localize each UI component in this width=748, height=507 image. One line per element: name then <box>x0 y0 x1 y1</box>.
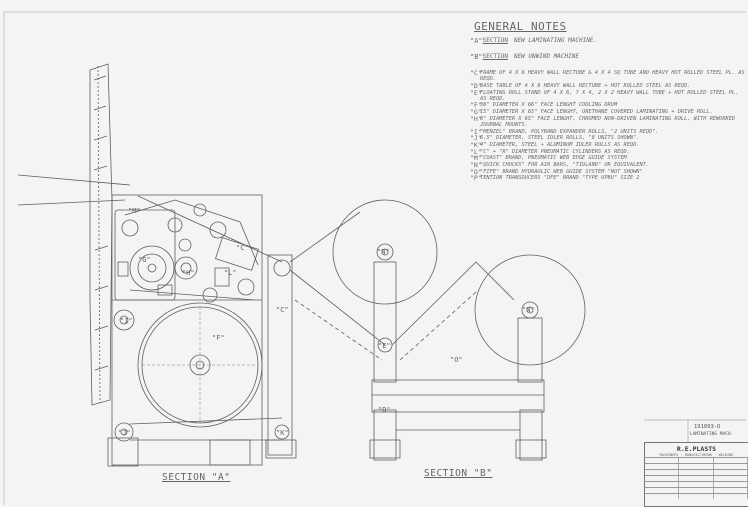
label-K: "K" <box>276 429 289 437</box>
note-text: 15" DIAMETER X 65" FACE LENGHT, URETHANE… <box>480 109 745 115</box>
note-text: "COAST" BRAND, PNEUMATIC WEB EDGE GUIDE … <box>480 155 745 161</box>
note-item: "M""COAST" BRAND, PNEUMATIC WEB EDGE GUI… <box>470 154 745 163</box>
note-text: SECTION NEW LAMINATING MACHINE. <box>482 37 745 44</box>
label-C-upper: "C" <box>236 244 249 252</box>
note-body: "FIFE" BRAND HYDRAULIC WEB GUIDE SYSTEM … <box>480 168 643 175</box>
label-N2: "N" <box>522 306 535 314</box>
note-key: "D" <box>470 81 482 90</box>
left-wall <box>89 63 113 406</box>
note-key: "N" <box>470 161 482 170</box>
note-text: "QUICK CHUCKS" FOR AIR BARS, "TIDLAND" O… <box>480 162 745 168</box>
note-text: TENTION TRANSDUCERS "DFE" BRAND "TYPE UP… <box>480 175 745 181</box>
cooling-drum <box>137 302 263 428</box>
note-text: SECTION NEW UNWIND MACHINE <box>483 54 745 60</box>
note-item: "A"SECTION NEW LAMINATING MACHINE. <box>470 37 745 45</box>
note-body: 36" DIAMETER X 66" FACE LENGHT COOLING D… <box>480 102 618 109</box>
note-key: "G" <box>470 108 482 117</box>
note-key: "F" <box>470 101 482 110</box>
note-text: "C" + "R" DIAMETER PNEUMATIC CYLINDERS A… <box>480 149 745 155</box>
note-item: "H"8" DIAMETER X 65" FACE LENGHT, CHROME… <box>470 116 745 128</box>
note-text: 36" DIAMETER X 66" FACE LENGHT COOLING D… <box>480 102 745 108</box>
label-L: "L" <box>224 269 237 277</box>
laminator-frame <box>111 194 263 466</box>
note-text: FRAME OF 4 X 6 HEAVY WALL RECTUBE & 4 X … <box>480 70 745 82</box>
note-body: NEW UNWIND MACHINE <box>513 53 579 61</box>
note-item: "E"FLOATING ROLL STAND OF 4 X 6, 7 X 4, … <box>470 88 745 102</box>
note-item: "D"BASE TABLE OF 4 X 6 HEAVY WALL RECTUB… <box>470 81 745 90</box>
note-item: "P"TENTION TRANSDUCERS "DFE" BRAND "TYPE… <box>470 174 745 183</box>
note-text: FLOATING ROLL STAND OF 4 X 6, 7 X 4, 2 X… <box>480 90 745 102</box>
section-a-label: SECTION "A" <box>162 472 231 483</box>
note-text: 4" DIAMETER, STEEL + ALUMINUM IDLER ROLL… <box>480 142 745 148</box>
note-body: 15" DIAMETER X 65" FACE LENGHT, URETHANE… <box>480 109 713 116</box>
label-I: "I" <box>120 317 133 325</box>
label-M: "M" <box>128 207 141 215</box>
note-body: NEW LAMINATING MACHINE. <box>513 37 598 44</box>
general-notes-title: GENERAL NOTES <box>474 20 567 33</box>
note-text: 8" DIAMETER X 65" FACE LENGHT, CHROMED N… <box>480 116 745 128</box>
note-heading: SECTION <box>482 53 508 61</box>
note-body: FRAME OF 4 X 6 HEAVY WALL RECTUBE & 4 X … <box>480 70 745 83</box>
drawing-name: LAMINATING MACH. <box>690 432 734 437</box>
note-body: "MENZEL" BRAND, POLYBAND EXPANDER ROLLS,… <box>480 128 659 135</box>
note-item: "K"4" DIAMETER, STEEL + ALUMINUM IDLER R… <box>470 140 745 149</box>
note-body: TENTION TRANSDUCERS "DFE" BRAND "TYPE UP… <box>480 175 640 182</box>
note-key: "E" <box>470 88 482 97</box>
note-body: "QUICK CHUCKS" FOR AIR BARS, "TIDLAND" O… <box>480 162 650 169</box>
note-item: "I""MENZEL" BRAND, POLYBAND EXPANDER ROL… <box>470 127 745 136</box>
label-C-upright: "C" <box>276 306 289 314</box>
note-body: "C" + "R" DIAMETER PNEUMATIC CYLINDERS A… <box>480 148 630 155</box>
note-key: "I" <box>470 127 482 136</box>
note-body: 6.5" DIAMETER, STEEL IDLER ROLLS, "8 UNI… <box>480 135 640 142</box>
label-O: "O" <box>450 356 463 364</box>
note-heading: SECTION <box>482 37 508 44</box>
label-G: "G" <box>138 256 151 264</box>
label-D: "D" <box>378 406 391 414</box>
note-key: "P" <box>470 174 482 183</box>
note-text: "FIFE" BRAND HYDRAULIC WEB GUIDE SYSTEM … <box>480 169 745 175</box>
unwind-roll-1 <box>332 199 438 305</box>
note-body: "COAST" BRAND, PNEUMATIC WEB EDGE GUIDE … <box>480 155 627 162</box>
note-item: "C"FRAME OF 4 X 6 HEAVY WALL RECTUBE & 4… <box>470 70 745 82</box>
title-block: R.E.PLASTS MACHINERY · MANUFACTURING · W… <box>644 442 748 507</box>
note-key: "O" <box>470 167 482 176</box>
note-item: "B"SECTION NEW UNWIND MACHINE <box>470 53 745 62</box>
note-body: FLOATING ROLL STAND OF 4 X 6, 7 X 4, 2 X… <box>480 89 739 102</box>
note-body: 8" DIAMETER X 65" FACE LENGHT, CHROMED N… <box>480 115 736 128</box>
note-key: "M" <box>470 154 482 163</box>
note-item: "G"15" DIAMETER X 65" FACE LENGHT, URETH… <box>470 108 745 117</box>
note-item: "N""QUICK CHUCKS" FOR AIR BARS, "TIDLAND… <box>470 161 745 170</box>
note-body: BASE TABLE OF 4 X 6 HEAVY WALL RECTUBE +… <box>480 82 691 89</box>
company-name: R.E.PLASTS <box>676 445 717 453</box>
note-item: "O""FIFE" BRAND HYDRAULIC WEB GUIDE SYST… <box>470 167 745 176</box>
note-text: 6.5" DIAMETER, STEEL IDLER ROLLS, "8 UNI… <box>480 135 745 141</box>
note-key: "K" <box>470 140 482 149</box>
drawing-number: 191093-D <box>694 424 721 430</box>
note-item: "F"36" DIAMETER X 66" FACE LENGHT COOLIN… <box>470 101 745 110</box>
note-key: "A" <box>470 37 483 45</box>
note-key: "L" <box>470 147 482 156</box>
label-E: "E" <box>378 342 391 350</box>
note-item: "J"6.5" DIAMETER, STEEL IDLER ROLLS, "8 … <box>470 134 745 143</box>
label-N1: "N" <box>377 248 390 256</box>
label-H: "H" <box>182 269 195 277</box>
label-F: "F" <box>212 334 225 342</box>
company-subtitle: MACHINERY · MANUFACTURING · WELDING <box>659 453 734 457</box>
note-key: "C" <box>470 69 482 78</box>
note-key: "H" <box>470 114 482 123</box>
section-b-label: SECTION "B" <box>424 468 493 479</box>
label-J: "J" <box>118 429 131 437</box>
note-text: "MENZEL" BRAND, POLYBAND EXPANDER ROLLS,… <box>480 129 745 135</box>
note-text: BASE TABLE OF 4 X 6 HEAVY WALL RECTUBE +… <box>480 83 745 89</box>
unwind-roll-2 <box>474 254 586 366</box>
note-body: 4" DIAMETER, STEEL + ALUMINUM IDLER ROLL… <box>480 141 640 148</box>
unwind-base <box>371 379 545 413</box>
note-item: "L""C" + "R" DIAMETER PNEUMATIC CYLINDER… <box>470 147 745 156</box>
note-key: "B" <box>470 53 483 62</box>
note-key: "J" <box>470 134 482 143</box>
frame-upright <box>267 254 293 456</box>
